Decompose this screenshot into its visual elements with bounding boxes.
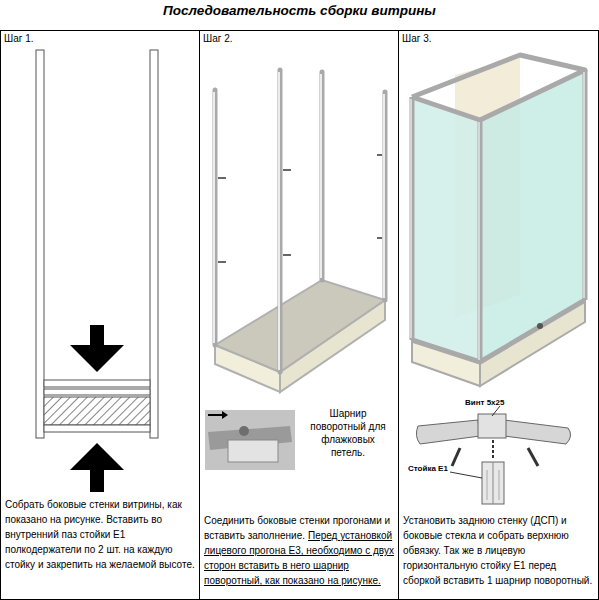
instruction-text: Установить заднюю стенку (ДСП) и боковые… (403, 515, 592, 586)
up-arrow (70, 443, 124, 492)
photo-frame (205, 410, 295, 470)
post (383, 92, 388, 300)
post-groove (499, 470, 500, 500)
pointer-head (222, 411, 228, 419)
front-glass (412, 97, 480, 362)
step-panel: Шаг 3. Установить заднюю стенку (ДСП) и б… (398, 30, 599, 600)
hinge-part (239, 426, 249, 436)
cross-bar (44, 425, 150, 432)
posts (215, 70, 385, 372)
post-rail (36, 50, 44, 438)
step-panel: Шаг 2. Соединить боковые стенки прогонами… (199, 30, 399, 600)
base-side (480, 300, 585, 386)
step-heading: Шаг 1. (4, 33, 34, 45)
post-rail (150, 50, 158, 438)
profile-right (504, 420, 571, 444)
profile-part (228, 440, 278, 462)
part-label: Винт 5х25 (465, 396, 525, 409)
assembly-line (492, 440, 494, 458)
base-front (412, 340, 480, 386)
lock (537, 323, 543, 329)
post-section (482, 462, 504, 504)
cabinet-drawing (411, 55, 585, 386)
post-groove (493, 462, 494, 504)
diagram-title: Последовательность сборки витрины (0, 2, 599, 20)
pointer-arrow (208, 414, 222, 416)
cross-bar (44, 380, 150, 387)
hatched-panel (44, 397, 150, 425)
post (278, 70, 283, 372)
profile-left (416, 420, 480, 444)
shelf-holders (218, 155, 382, 262)
screw (452, 448, 460, 466)
instruction-text: Собрать боковые стенки витрины, как пока… (5, 499, 195, 570)
post-highlights (214, 72, 384, 370)
leader-line (450, 472, 482, 478)
step-description: Соединить боковые стенки прогонами и вст… (204, 513, 397, 588)
cross-bar (44, 389, 150, 395)
corner-detail (416, 406, 570, 504)
screw (528, 448, 538, 466)
frame-edges (412, 55, 585, 362)
callout-note: Шарнир поворотный для флажковых петель. (306, 407, 390, 459)
side-wall-drawing (36, 50, 158, 492)
post (320, 72, 325, 280)
step-heading: Шаг 2. (203, 33, 233, 45)
step-panel: Шаг 1. Собрать боковые стенки витрины, ка… (0, 30, 200, 600)
hinge-photo (205, 410, 295, 470)
part-label: Стойка Е1 (408, 462, 468, 475)
base-plate (215, 280, 385, 372)
leader-line (492, 406, 500, 416)
down-arrow (70, 325, 124, 372)
post-groove (487, 470, 488, 500)
step-description: Установить заднюю стенку (ДСП) и боковые… (403, 513, 596, 588)
frame-highlights (411, 72, 584, 360)
corner-block (478, 414, 506, 438)
top-frame (412, 55, 585, 120)
step-description: Собрать боковые стенки витрины, как пока… (5, 497, 197, 572)
step-heading: Шаг 3. (402, 33, 432, 45)
post (213, 90, 218, 345)
